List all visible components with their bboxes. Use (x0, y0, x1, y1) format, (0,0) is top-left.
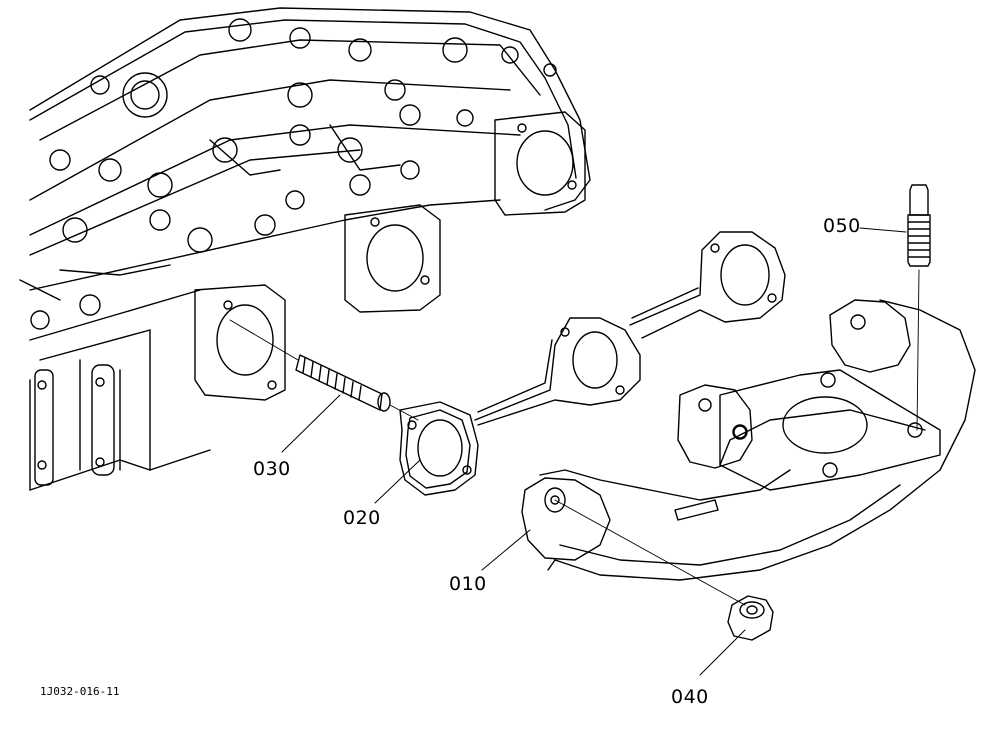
exhaust-port-flange (194, 284, 286, 401)
callout-030: 030 (253, 458, 291, 480)
callout-010: 010 (449, 573, 487, 595)
cylinder-head (19, 7, 591, 491)
callout-020: 020 (343, 507, 381, 529)
manifold-gasket-020 (399, 231, 786, 496)
exhaust-manifold-010 (521, 299, 976, 581)
figure-number: 1J032-016-11 (40, 685, 120, 698)
leader-lines (281, 227, 907, 676)
valve-seat (30, 18, 557, 330)
nut-040 (554, 499, 774, 641)
exhaust-port-flange (344, 204, 441, 313)
callout-040: 040 (671, 686, 709, 708)
stud-030 (229, 319, 419, 421)
exhaust-port-flange (494, 111, 586, 216)
stud-050 (907, 184, 931, 431)
callout-050: 050 (823, 215, 861, 237)
